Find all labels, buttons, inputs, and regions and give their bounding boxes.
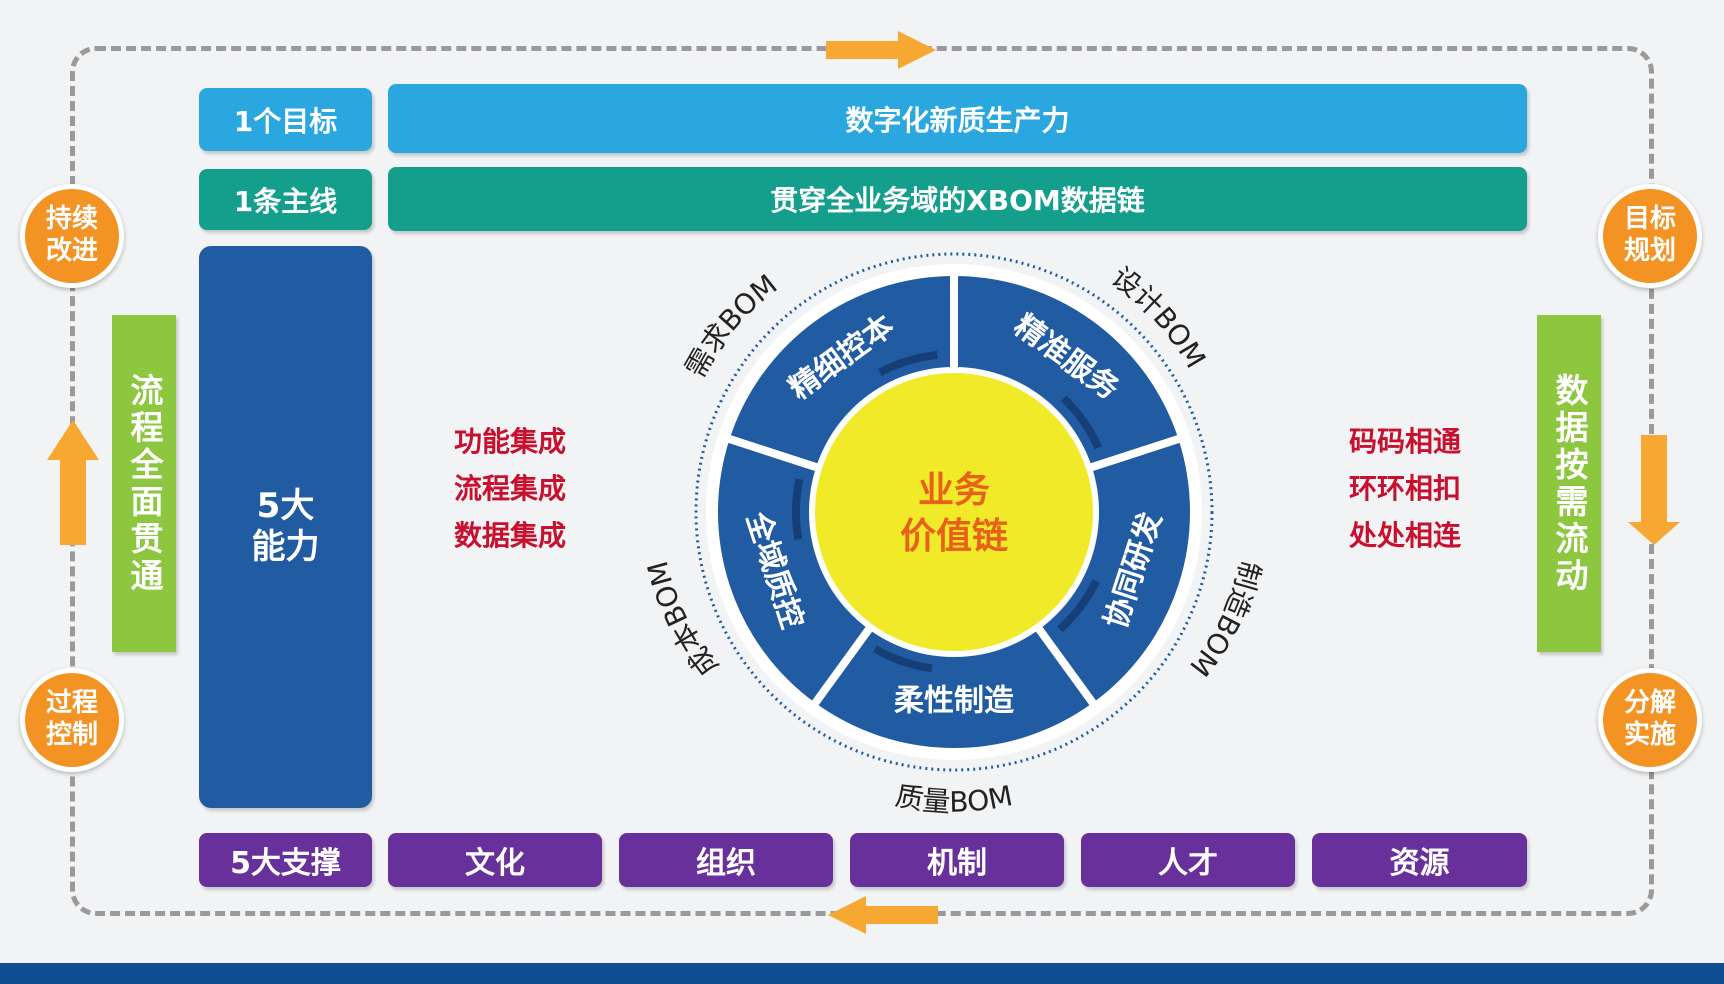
connectivity-item: 处处相连: [1348, 519, 1461, 552]
mainline-bar: 贯穿全业务域的XBOM数据链: [388, 167, 1527, 231]
circle-line: 过程: [45, 688, 98, 719]
bom-label-text: 成本BOM: [641, 558, 725, 683]
bom-label-cost: 成本BOM: [641, 558, 725, 683]
circle-line: 控制: [45, 720, 98, 750]
circle-line: 分解: [1623, 688, 1676, 719]
continuous-improvement-circle: 持续改进: [20, 184, 124, 288]
support-item-talent: 人才: [1081, 833, 1295, 887]
support-item-culture: 文化: [388, 833, 602, 887]
connectivity-list: 码码相通 环环相扣 处处相连: [1335, 418, 1475, 559]
mainline-label: 1条主线: [199, 169, 372, 230]
center-text-line1: 业务: [918, 470, 990, 511]
circle-line: 持续: [45, 204, 98, 235]
integration-item: 功能集成: [453, 425, 566, 458]
top-arrow-icon: [826, 31, 936, 69]
decompose-implement-circle: 分解实施: [1598, 668, 1702, 772]
goal-bar: 数字化新质生产力: [388, 84, 1527, 153]
connectivity-item: 码码相通: [1348, 425, 1461, 458]
left-up-arrow-icon: [47, 420, 99, 545]
capabilities-line2: 能力: [251, 527, 320, 567]
flow-arrow-icon: [877, 350, 938, 377]
flow-arrow-icon: [1060, 395, 1102, 450]
circle-line: 改进: [45, 236, 98, 266]
process-control-circle: 过程控制: [20, 668, 124, 772]
flow-arrow-icon: [792, 478, 804, 541]
data-flow-bar: 数据按需流动: [1537, 315, 1601, 652]
integration-list: 功能集成 流程集成 数据集成: [440, 418, 580, 559]
bom-label-quality: 质量BOM: [893, 779, 1016, 819]
bom-label-text: 制造BOM: [1183, 558, 1267, 683]
supports-label: 5大支撑: [199, 833, 372, 887]
wheel-dotted-ring: [694, 252, 1214, 772]
integration-item: 数据集成: [453, 519, 566, 552]
center-text-line2: 价值链: [900, 516, 1008, 557]
segment-label-flexible-manufacturing: 柔性制造: [894, 684, 1014, 719]
capabilities-line1: 5大: [256, 486, 315, 527]
integration-item: 流程集成: [453, 472, 566, 505]
circle-line: 规划: [1623, 236, 1676, 266]
connectivity-item: 环环相扣: [1348, 472, 1461, 505]
flow-arrow-icon: [873, 645, 933, 673]
support-item-organization: 组织: [619, 833, 833, 887]
process-through-bar: 流程全面贯通: [112, 315, 176, 652]
circle-line: 实施: [1623, 720, 1676, 750]
goal-label: 1个目标: [199, 88, 372, 151]
bottom-arrow-icon: [828, 896, 938, 934]
wheel-segments: [710, 267, 1198, 756]
flow-arrow-icon: [1056, 579, 1100, 633]
circle-line: 目标: [1623, 204, 1676, 235]
bom-label-text: 质量BOM: [893, 779, 1016, 819]
target-planning-circle: 目标规划: [1598, 184, 1702, 288]
support-item-mechanism: 机制: [850, 833, 1064, 887]
right-down-arrow-icon: [1628, 435, 1680, 545]
footer-bar: [0, 963, 1724, 984]
capabilities-block: 5大 能力: [199, 246, 372, 808]
wheel-center-circle: [809, 367, 1099, 657]
support-item-resources: 资源: [1312, 833, 1527, 887]
bom-label-manufacturing: 制造BOM: [1183, 558, 1267, 683]
